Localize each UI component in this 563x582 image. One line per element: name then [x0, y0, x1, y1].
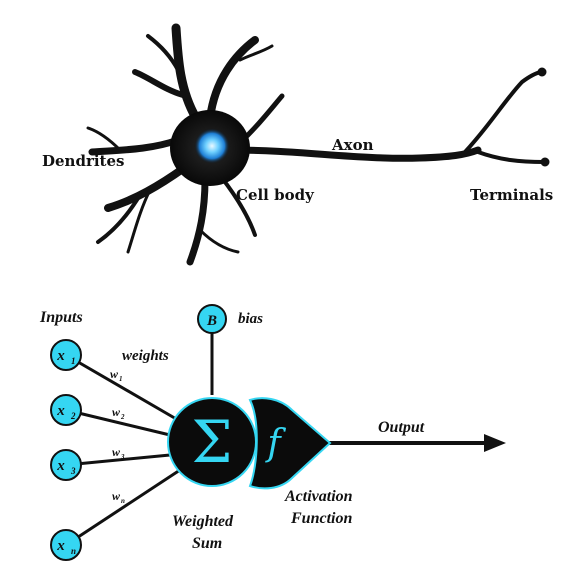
input-3-sub: 3 [70, 466, 76, 476]
input-2-sub: 2 [70, 411, 76, 421]
weight-2-var: w [112, 405, 121, 419]
sigma-symbol: Σ [191, 408, 232, 476]
weighted-sum-label-line2: Sum [192, 535, 222, 552]
weight-3-var: w [112, 445, 121, 459]
axon [232, 68, 549, 166]
weight-n-sub: n [121, 497, 125, 505]
bias-node-label: B [206, 313, 217, 329]
input-node-n: x n [51, 530, 81, 560]
activation-function-label-line1: Activation [284, 488, 353, 505]
output-arrow [320, 434, 506, 452]
weight-1-var: w [110, 367, 119, 381]
activation-node [250, 398, 330, 488]
bias-label: bias [238, 311, 263, 327]
biological-neuron: Dendrites Axon Cell body Terminals [42, 28, 553, 262]
weight-2-sub: 2 [120, 413, 125, 421]
input-3-var: x [56, 458, 65, 474]
axon-label: Axon [331, 136, 374, 154]
weighted-sum-label-line1: Weighted [172, 513, 234, 530]
nucleus [194, 128, 230, 164]
cell-body-label: Cell body [236, 186, 315, 204]
activation-function-label-line2: Function [290, 510, 352, 527]
weight-label-1: w 1 [110, 367, 123, 383]
input-node-3: x 3 [51, 450, 81, 480]
dendrites-label: Dendrites [42, 152, 124, 170]
weight-1-sub: 1 [119, 375, 123, 383]
weight-label-2: w 2 [112, 405, 125, 421]
input-1-var: x [56, 348, 65, 364]
input-2-var: x [56, 403, 65, 419]
input-n-var: x [56, 538, 65, 554]
input-1-sub: 1 [71, 356, 76, 366]
weights-label: weights [122, 348, 169, 364]
weight-3-sub: 3 [120, 453, 125, 461]
weight-label-n: w n [112, 489, 125, 505]
weight-label-3: w 3 [112, 445, 125, 461]
terminals-label: Terminals [470, 186, 553, 204]
input-node-2: x 2 [51, 395, 81, 425]
output-label: Output [378, 419, 425, 436]
weight-n-var: w [112, 489, 121, 503]
input-node-1: x 1 [51, 340, 81, 370]
bias-node: B [198, 305, 226, 333]
input-n-sub: n [71, 546, 76, 556]
perceptron: Σ f B bias x 1 x 2 x 3 x n [39, 305, 506, 560]
cell-body [170, 110, 250, 186]
inputs-label: Inputs [39, 309, 83, 326]
